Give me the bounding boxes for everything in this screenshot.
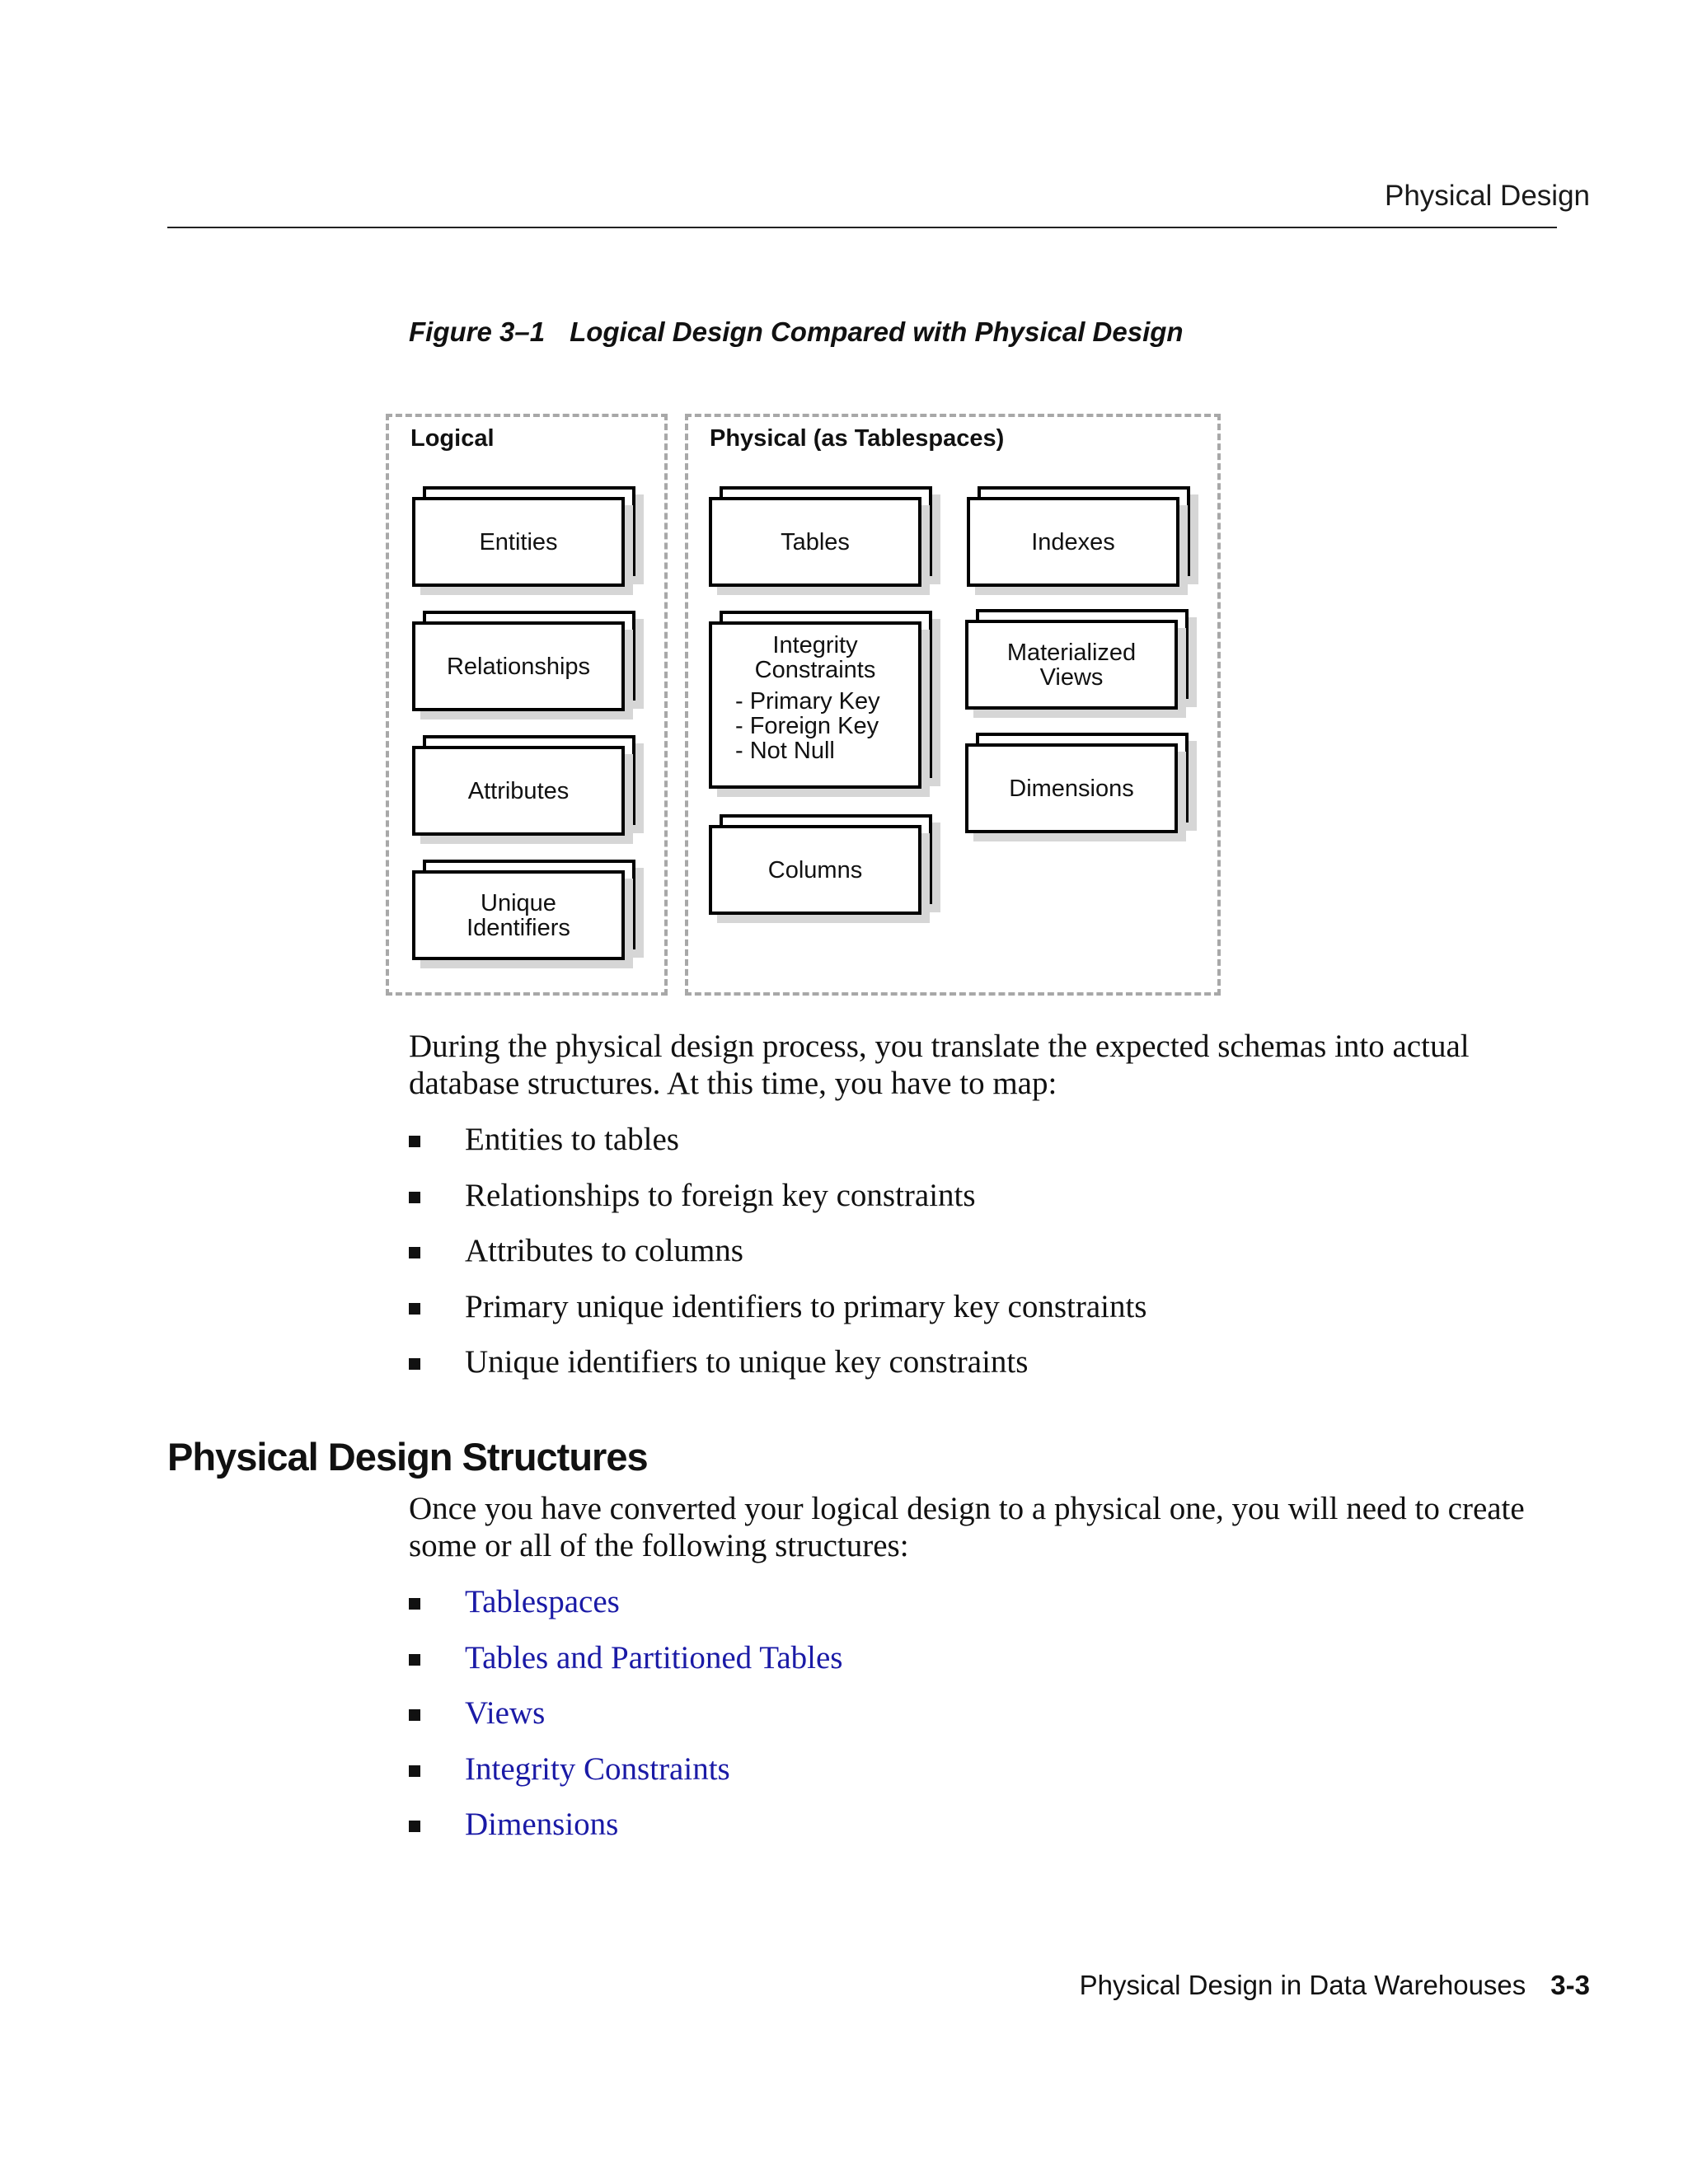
- card-front: Attributes: [412, 746, 625, 836]
- bullet-square-icon: [409, 1709, 420, 1721]
- list-item: Primary unique identifiers to primary ke…: [409, 1288, 1146, 1344]
- structures-link-list: Tablespaces Tables and Partitioned Table…: [409, 1583, 842, 1862]
- footer-title: Physical Design in Data Warehouses: [1079, 1970, 1526, 2000]
- physical-panel: [685, 414, 1221, 996]
- figure-caption: Figure 3–1 Logical Design Compared with P…: [409, 316, 1184, 348]
- integrity-constraints-card: Integrity Constraints - Primary Key - Fo…: [709, 611, 932, 789]
- bullet-square-icon: [409, 1358, 420, 1370]
- materialized-views-card: Materialized Views: [965, 609, 1189, 710]
- header-rule: [167, 227, 1557, 228]
- card-front: Indexes: [967, 497, 1179, 587]
- list-item: Unique identifiers to unique key constra…: [409, 1343, 1146, 1399]
- bullet-square-icon: [409, 1247, 420, 1258]
- logical-panel-title: Logical: [410, 425, 495, 452]
- link-item-tables: Tables and Partitioned Tables: [409, 1639, 842, 1695]
- logical-panel: [386, 414, 668, 996]
- bullet-square-icon: [409, 1302, 420, 1315]
- card-front: Relationships: [412, 621, 625, 711]
- constraint-list: - Primary Key - Foreign Key - Not Null: [712, 689, 880, 763]
- constraint-item: - Not Null: [735, 738, 835, 764]
- indexes-card: Indexes: [967, 486, 1190, 587]
- link-dimensions[interactable]: Dimensions: [465, 1807, 619, 1842]
- entities-label: Entities: [479, 528, 558, 555]
- link-item-tablespaces: Tablespaces: [409, 1583, 842, 1639]
- bullet-square-icon: [409, 1653, 420, 1666]
- columns-card: Columns: [709, 814, 932, 915]
- tables-label: Tables: [781, 528, 850, 555]
- intro-paragraph: During the physical design process, you …: [409, 1029, 1470, 1101]
- card-front: Entities: [412, 497, 625, 587]
- constraint-item: - Primary Key: [735, 688, 880, 715]
- section-paragraph: Once you have converted your logical des…: [409, 1491, 1525, 1563]
- link-tablespaces[interactable]: Tablespaces: [465, 1584, 620, 1619]
- physical-panel-title: Physical (as Tablespaces): [710, 425, 1005, 452]
- card-front: Dimensions: [965, 743, 1178, 833]
- bullet-square-icon: [409, 1136, 420, 1147]
- bullet-square-icon: [409, 1191, 420, 1203]
- link-views[interactable]: Views: [465, 1695, 546, 1731]
- constraint-item: - Foreign Key: [735, 713, 879, 739]
- figure-title: Logical Design Compared with Physical De…: [570, 316, 1184, 347]
- link-item-dimensions: Dimensions: [409, 1806, 842, 1862]
- page-footer: Physical Design in Data Warehouses 3-3: [1080, 1970, 1590, 2001]
- attributes-card: Attributes: [412, 735, 635, 836]
- indexes-label: Indexes: [1031, 528, 1115, 555]
- entities-card: Entities: [412, 486, 635, 587]
- card-front: Materialized Views: [965, 620, 1178, 710]
- relationships-card: Relationships: [412, 611, 635, 711]
- link-item-views: Views: [409, 1694, 842, 1750]
- columns-label: Columns: [767, 856, 863, 883]
- dimensions-card: Dimensions: [965, 733, 1189, 833]
- dimensions-label: Dimensions: [1009, 775, 1134, 802]
- tables-card: Tables: [709, 486, 932, 587]
- running-header: Physical Design: [1385, 180, 1590, 212]
- mapping-list: Entities to tables Relationships to fore…: [409, 1121, 1146, 1399]
- bullet-square-icon: [409, 1821, 420, 1832]
- page-number: 3-3: [1550, 1970, 1590, 2000]
- card-front: Tables: [709, 497, 921, 587]
- relationships-label: Relationships: [446, 653, 591, 680]
- link-integrity-constraints[interactable]: Integrity Constraints: [465, 1750, 730, 1787]
- materialized-views-label: Materialized Views: [1006, 639, 1137, 691]
- unique-identifiers-label: Unique Identifiers: [467, 889, 570, 941]
- bullet-square-icon: [409, 1765, 420, 1777]
- list-item: Entities to tables: [409, 1121, 1146, 1177]
- card-front: Integrity Constraints - Primary Key - Fo…: [709, 621, 921, 789]
- list-item: Attributes to columns: [409, 1232, 1146, 1288]
- card-front: Columns: [709, 825, 921, 915]
- link-item-integrity: Integrity Constraints: [409, 1750, 842, 1807]
- link-tables-and-partitioned-tables[interactable]: Tables and Partitioned Tables: [465, 1639, 843, 1675]
- unique-identifiers-card: Unique Identifiers: [412, 860, 635, 960]
- integrity-constraints-title: Integrity Constraints: [754, 632, 876, 683]
- figure-number: Figure 3–1: [409, 316, 546, 347]
- list-item: Relationships to foreign key constraints: [409, 1177, 1146, 1233]
- card-front: Unique Identifiers: [412, 870, 625, 960]
- attributes-label: Attributes: [467, 777, 570, 804]
- section-heading: Physical Design Structures: [167, 1435, 649, 1479]
- bullet-square-icon: [409, 1598, 420, 1610]
